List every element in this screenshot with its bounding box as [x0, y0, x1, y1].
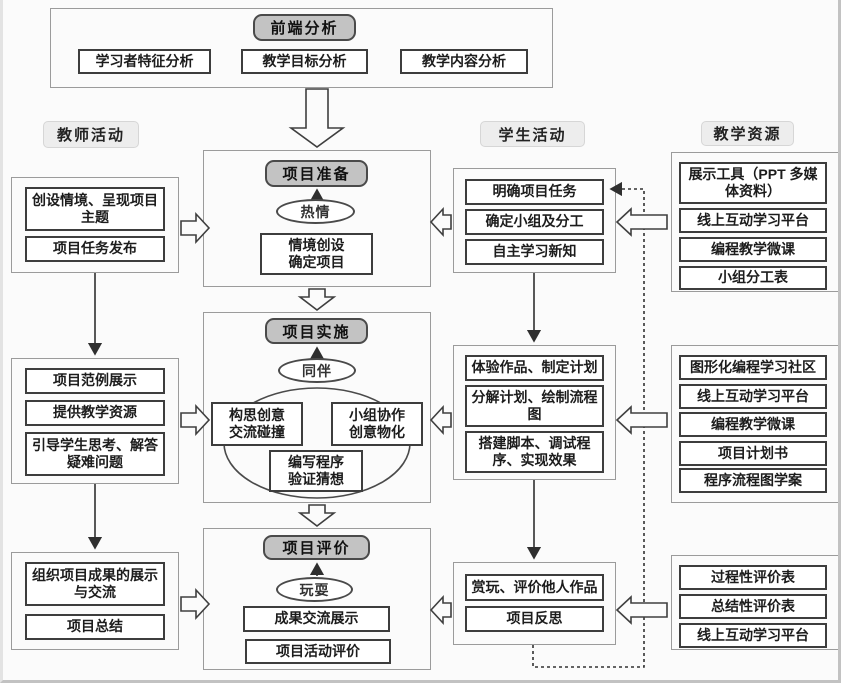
- teaching-resources-header: 教学资源: [701, 121, 794, 146]
- peer-oval: 同伴: [278, 358, 356, 383]
- phase-implementation-section: [203, 312, 431, 503]
- phase-implementation-title: 项目实施: [265, 318, 368, 344]
- resource-item: 小组分工表: [679, 266, 827, 290]
- resource-group-3: [671, 555, 838, 650]
- resource-item: 编程教学微课: [679, 412, 827, 437]
- down-arrow-icon: [297, 288, 337, 312]
- front-analysis-section: [50, 8, 553, 88]
- left-arrow-icon: [615, 595, 668, 625]
- teacher-group-3: [11, 552, 179, 650]
- front-analysis-title: 前端分析: [253, 14, 356, 41]
- impl-box-ideate: 构思创意 交流碰撞: [211, 402, 303, 446]
- teacher-group-2: [11, 358, 179, 484]
- resource-group-2: [671, 345, 838, 503]
- impl-box-collaborate: 小组协作 创意物化: [331, 402, 423, 446]
- teacher-item: 引导学生思考、解答疑难问题: [25, 432, 165, 476]
- student-group-2: [453, 345, 616, 480]
- eval-box-showcase: 成果交流展示: [243, 606, 390, 632]
- left-arrow-icon: [615, 405, 668, 435]
- teacher-item: 项目范例展示: [25, 368, 165, 394]
- student-group-1: [453, 168, 616, 273]
- impl-box-program: 编写程序 验证猜想: [269, 450, 363, 492]
- student-item: 搭建脚本、调试程序、实现效果: [465, 431, 604, 473]
- resource-item: 总结性评价表: [679, 594, 827, 619]
- resource-item: 线上互动学习平台: [679, 384, 827, 409]
- student-activities-header: 学生活动: [480, 121, 585, 147]
- student-item: 自主学习新知: [465, 239, 604, 265]
- feedback-dashed-connector: [532, 181, 645, 668]
- phase-preparation-title: 项目准备: [265, 160, 368, 187]
- right-arrow-icon: [180, 403, 211, 437]
- left-arrow-icon: [615, 207, 668, 237]
- down-arrow-icon: [297, 504, 337, 528]
- left-arrow-icon: [429, 404, 452, 436]
- resource-group-1: [671, 152, 838, 292]
- teacher-item: 提供教学资源: [25, 400, 165, 426]
- prep-box: 情境创设 确定项目: [260, 233, 373, 275]
- learner-analysis-box: 学习者特征分析: [78, 49, 211, 74]
- resource-item: 程序流程图学案: [679, 468, 827, 493]
- teacher-activities-header: 教师活动: [43, 121, 139, 148]
- resource-item: 线上互动学习平台: [679, 208, 827, 233]
- teacher-item: 创设情境、呈现项目主题: [25, 187, 165, 231]
- student-item: 分解计划、绘制流程图: [465, 385, 604, 427]
- resource-item: 编程教学微课: [679, 237, 827, 262]
- teacher-item: 项目任务发布: [25, 236, 165, 262]
- resource-item: 项目计划书: [679, 441, 827, 466]
- phase-evaluation-title: 项目评价: [263, 535, 370, 560]
- left-arrow-icon: [429, 594, 452, 626]
- right-arrow-icon: [180, 587, 211, 621]
- down-arrow-icon: [288, 88, 346, 148]
- teacher-item: 项目总结: [25, 614, 165, 640]
- resource-item: 过程性评价表: [679, 565, 827, 590]
- teacher-group-1: [11, 177, 179, 273]
- student-item: 明确项目任务: [465, 179, 604, 205]
- eval-box-assessment: 项目活动评价: [245, 639, 391, 664]
- student-item: 赏玩、评价他人作品: [465, 574, 604, 601]
- teacher-item: 组织项目成果的展示与交流: [25, 562, 165, 606]
- student-item: 项目反思: [465, 606, 604, 632]
- resource-item: 线上互动学习平台: [679, 623, 827, 648]
- objective-analysis-box: 教学目标分析: [241, 49, 368, 74]
- left-arrow-icon: [429, 206, 452, 238]
- student-item: 确定小组及分工: [465, 209, 604, 235]
- content-analysis-box: 教学内容分析: [400, 49, 528, 74]
- resource-item: 展示工具（PPT 多媒体资料）: [679, 162, 827, 204]
- student-item: 体验作品、制定计划: [465, 355, 604, 381]
- right-arrow-icon: [180, 211, 211, 245]
- resource-item: 图形化编程学习社区: [679, 355, 827, 380]
- student-group-3: [453, 562, 616, 645]
- connector-layer: [87, 88, 668, 668]
- enthusiasm-oval: 热情: [276, 199, 355, 224]
- play-oval: 玩耍: [276, 577, 353, 602]
- phase-preparation-section: [203, 150, 431, 287]
